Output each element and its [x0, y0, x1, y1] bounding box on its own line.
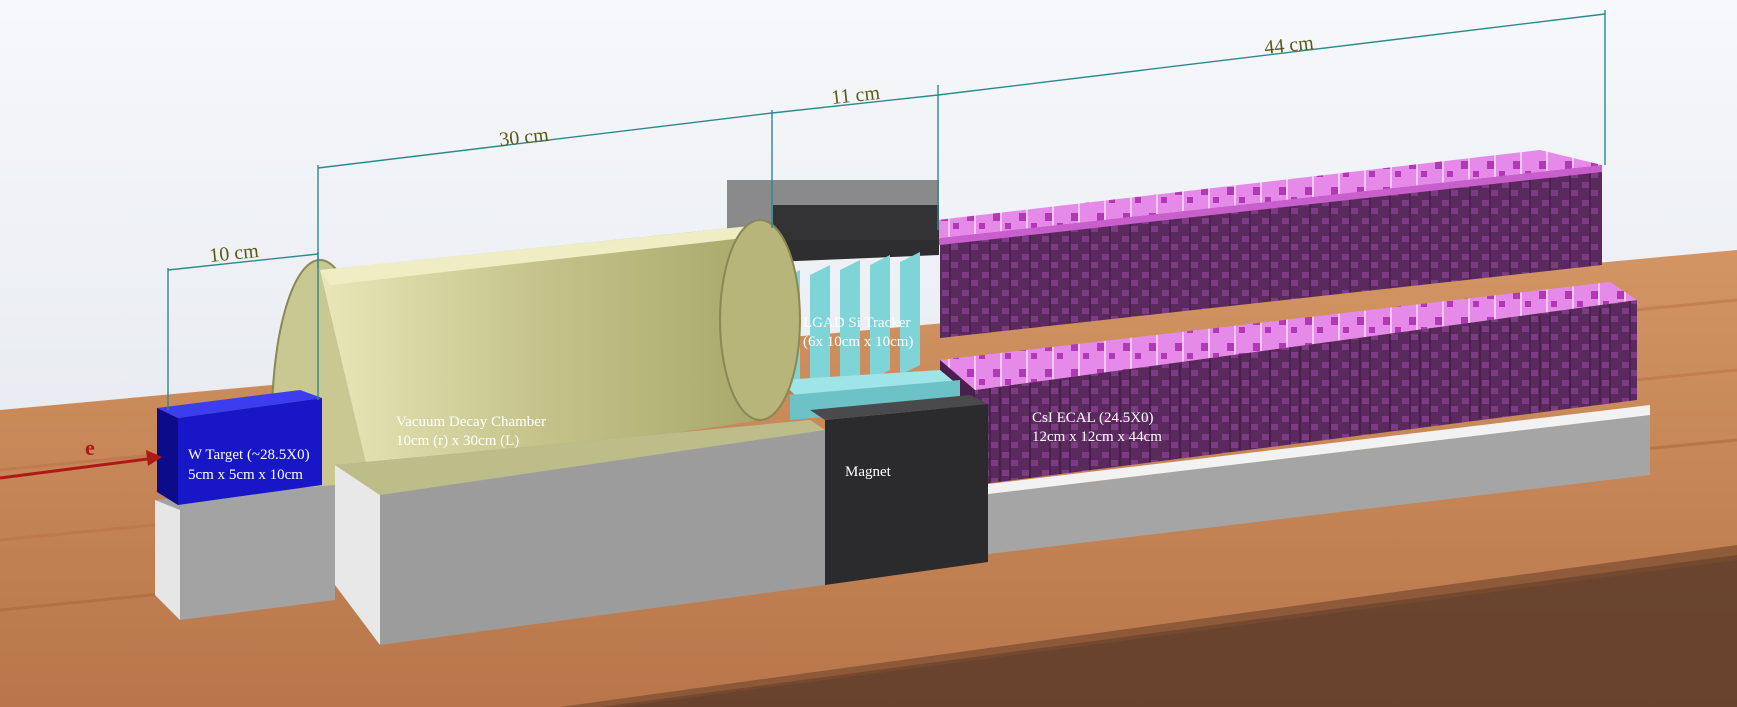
ecal-block-dividers	[999, 308, 1601, 482]
beam-label: e	[85, 435, 95, 460]
chamber-label-1: Vacuum Decay Chamber	[396, 414, 546, 430]
beam-arrow	[0, 450, 162, 480]
dim-11cm: 11 cm	[830, 82, 881, 109]
magnet-lower	[810, 395, 988, 585]
ecal-label-2: 12cm x 12cm x 44cm	[1032, 429, 1162, 445]
tracker-label-1: LGAD Si Tracker	[803, 315, 911, 331]
w-target	[157, 390, 322, 505]
target-support	[155, 485, 335, 620]
dim-44cm: 44 cm	[1263, 32, 1315, 59]
ecal-support	[980, 405, 1650, 555]
chamber-label-2: 10cm (r) x 30cm (L)	[396, 433, 519, 449]
magnet-label: Magnet	[845, 464, 892, 480]
magnet-upper	[727, 180, 939, 262]
dimension-lines	[167, 10, 1606, 410]
ecal-label-1: CsI ECAL (24.5X0)	[1032, 410, 1154, 426]
vacuum-chamber	[271, 219, 825, 645]
ecal-back-row	[912, 150, 1602, 338]
dim-10cm: 10 cm	[208, 240, 260, 267]
dim-30cm: 30 cm	[498, 124, 550, 151]
target-label-1: W Target (~28.5X0)	[188, 447, 310, 463]
target-label-2: 5cm x 5cm x 10cm	[188, 467, 303, 483]
tracker-label-2: (6x 10cm x 10cm)	[803, 334, 913, 350]
